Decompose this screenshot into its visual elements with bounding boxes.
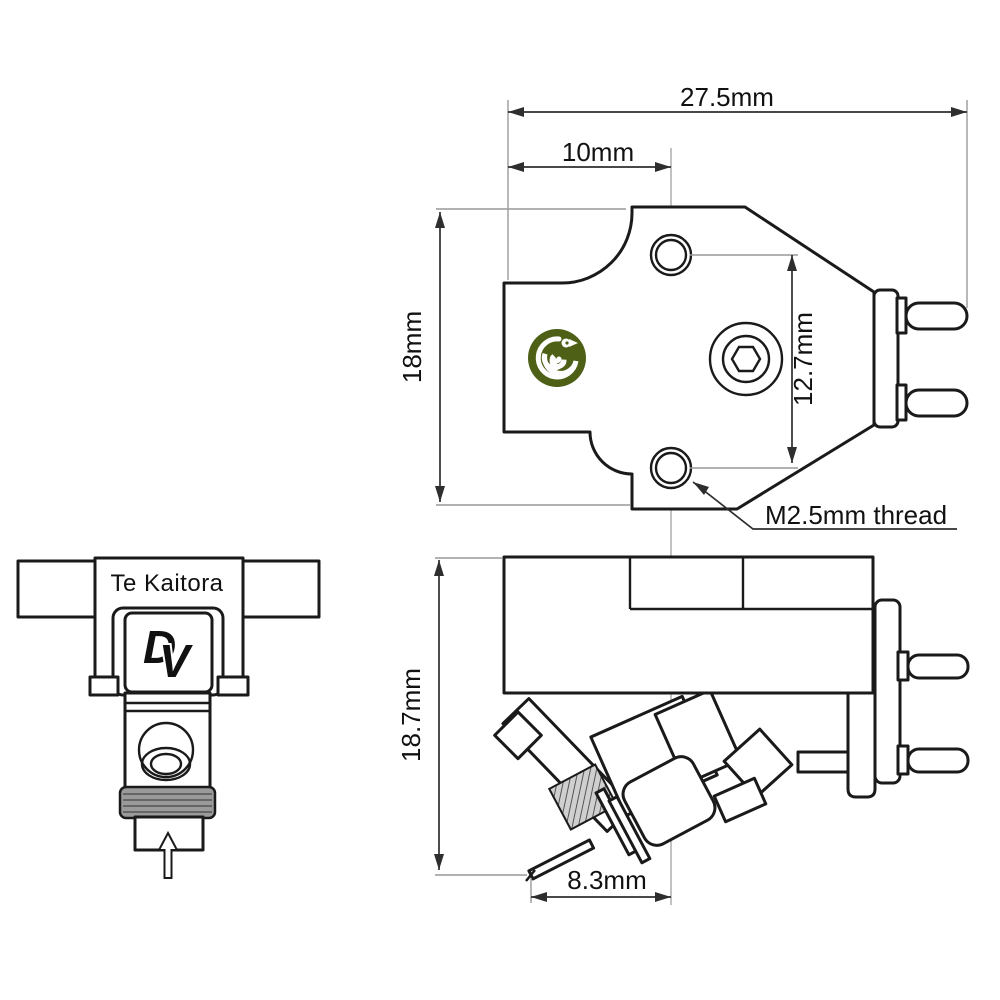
dim-label-hole-spacing: 12.7mm bbox=[788, 312, 818, 406]
stylus-tip bbox=[525, 869, 536, 882]
dim-overall-width: 27.5mm bbox=[507, 82, 968, 308]
generator-assembly bbox=[493, 688, 794, 865]
front-view: Te Kaitora D V bbox=[16, 556, 321, 879]
hex-screw bbox=[708, 321, 784, 397]
output-pins-top-view bbox=[895, 296, 969, 422]
threaded-collar bbox=[118, 785, 217, 820]
thread-note: M2.5mm thread bbox=[692, 481, 957, 530]
hex-socket-icon bbox=[730, 345, 762, 373]
front-body-block bbox=[123, 691, 212, 792]
rear-magnet-block bbox=[722, 727, 794, 799]
top-view-body-outline bbox=[502, 205, 876, 511]
dim-side-height: 18.7mm bbox=[396, 557, 527, 876]
output-pins-side-view bbox=[796, 650, 970, 776]
connector-plate-side-view bbox=[873, 598, 902, 785]
dynavector-dv-logo: D V bbox=[143, 621, 195, 689]
far-side-pin bbox=[796, 750, 850, 774]
dim-stylus-offset: 8.3mm bbox=[530, 865, 671, 903]
output-pin bbox=[904, 301, 969, 331]
rear-bracket bbox=[846, 691, 877, 799]
dv-logo-letter-v: V bbox=[159, 635, 193, 687]
thread-note-label: M2.5mm thread bbox=[765, 500, 947, 530]
dim-hole-spacing: 12.7mm bbox=[690, 254, 818, 469]
bracket-foot-right bbox=[216, 675, 250, 697]
dim-label-top-body-height: 18mm bbox=[397, 311, 427, 383]
koru-spiral-logo-icon bbox=[528, 329, 586, 387]
dim-hole-offset: 10mm bbox=[508, 137, 671, 172]
dim-top-body-height: 18mm bbox=[397, 208, 630, 506]
model-name-label: Te Kaitora bbox=[110, 570, 223, 597]
rear-lower-block bbox=[712, 776, 768, 824]
front-magnet-block bbox=[493, 710, 543, 761]
side-view bbox=[493, 555, 970, 882]
output-pin bbox=[906, 747, 970, 774]
coil-front-view bbox=[137, 721, 195, 782]
stylus-direction-arrow-icon bbox=[157, 830, 179, 879]
dim-label-stylus-offset: 8.3mm bbox=[567, 865, 646, 895]
coil-cylinder bbox=[621, 755, 717, 847]
top-view bbox=[502, 205, 969, 511]
connector-plate-top-view bbox=[872, 288, 900, 429]
output-pin bbox=[904, 388, 969, 418]
bracket-foot-left bbox=[88, 675, 120, 697]
pole-strip bbox=[607, 795, 652, 865]
dim-label-hole-offset: 10mm bbox=[562, 137, 634, 167]
dim-label-overall-width: 27.5mm bbox=[680, 82, 774, 112]
dim-label-side-height: 18.7mm bbox=[396, 668, 426, 762]
dv-logo-letter-d: D bbox=[143, 621, 176, 673]
side-view-top-notch bbox=[628, 558, 873, 611]
output-pin bbox=[906, 653, 970, 680]
left-wing bbox=[16, 559, 97, 619]
threaded-band bbox=[547, 763, 619, 831]
right-wing bbox=[241, 559, 321, 619]
side-view-body bbox=[502, 555, 875, 695]
